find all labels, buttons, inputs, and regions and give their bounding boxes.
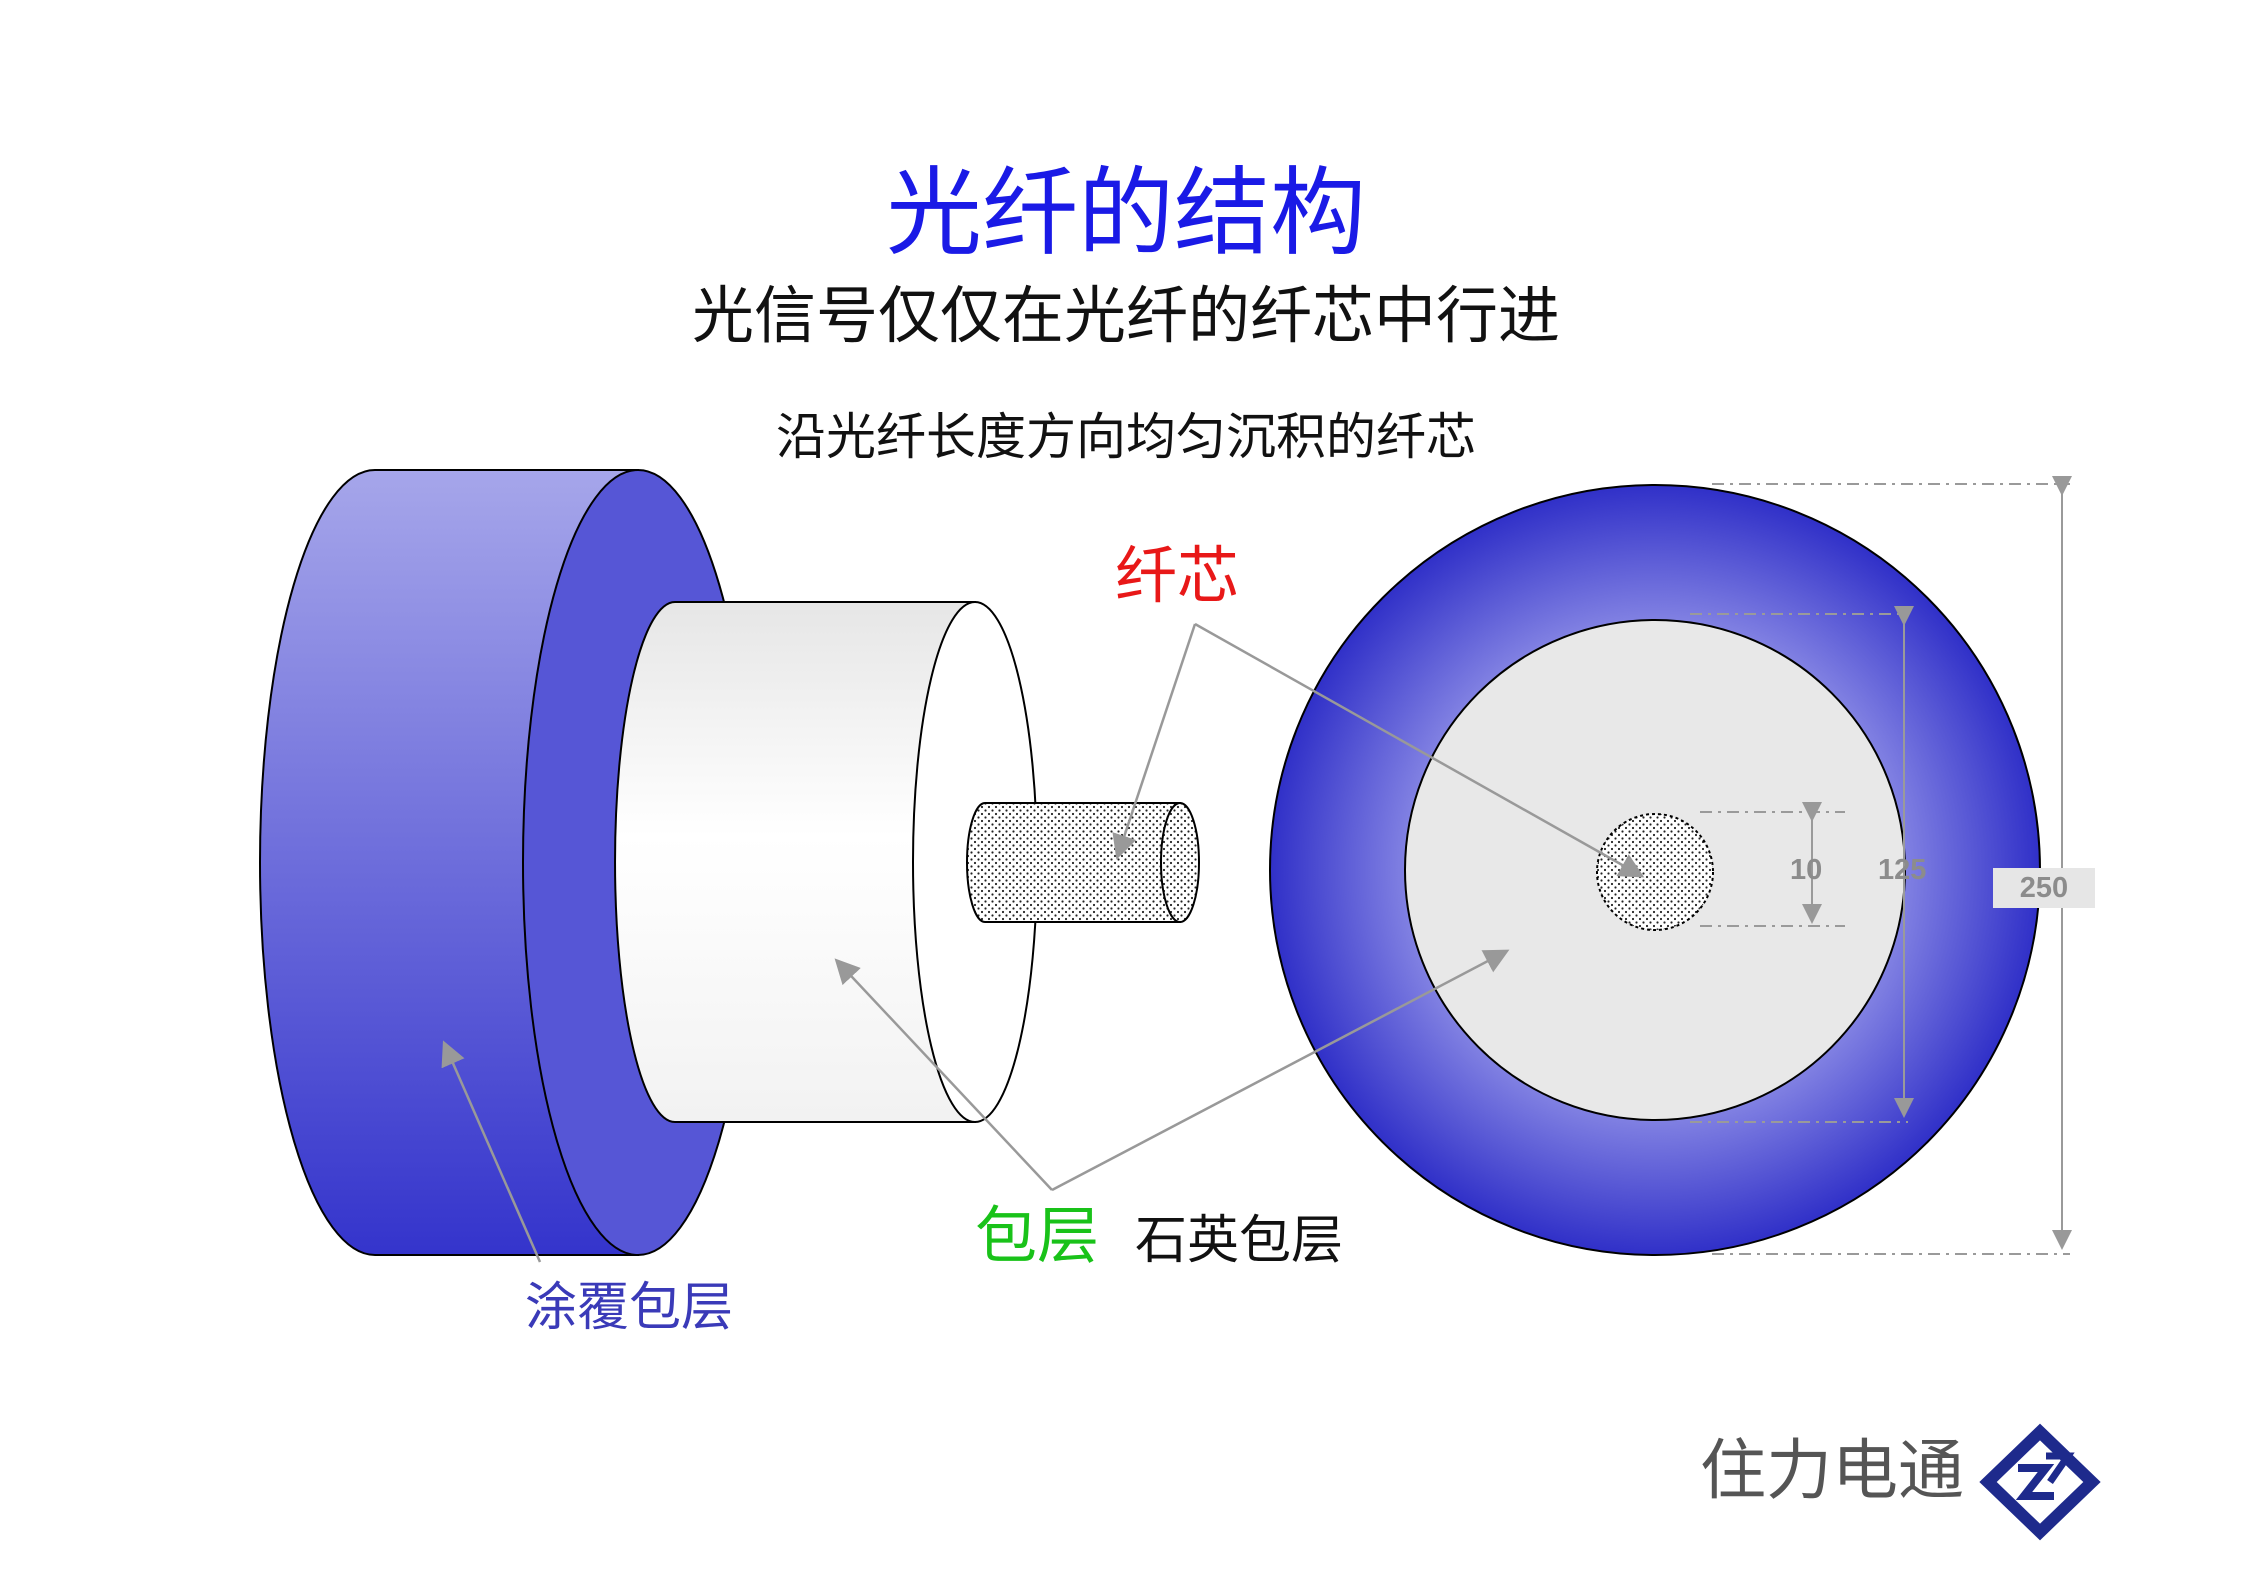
core-diameter-label: 10 <box>1790 854 1823 886</box>
fiber-cross-section <box>1269 484 2041 1256</box>
core-caption: 沿光纤长度方向均匀沉积的纤芯 <box>776 408 1476 466</box>
page-title: 光纤的结构 <box>886 157 1366 269</box>
page-subtitle: 光信号仅仅在光纤的纤芯中行进 <box>691 279 1560 352</box>
coating-label: 涂覆包层 <box>525 1278 734 1338</box>
diamond-logo-icon <box>1979 1423 2101 1541</box>
core-dot <box>1596 813 1714 931</box>
core-label: 纤芯 <box>1115 539 1240 612</box>
coating-diameter-label: 250 <box>1993 868 2095 908</box>
core-cylinder <box>966 802 1200 923</box>
cladding-diameter-label: 125 <box>1878 854 1927 886</box>
quartz-cladding-label: 石英包层 <box>1135 1211 1344 1271</box>
brand-name: 住力电通 <box>1700 1432 1964 1509</box>
cladding-label: 包层 <box>975 1199 1100 1272</box>
callout-lines <box>441 622 1645 1263</box>
